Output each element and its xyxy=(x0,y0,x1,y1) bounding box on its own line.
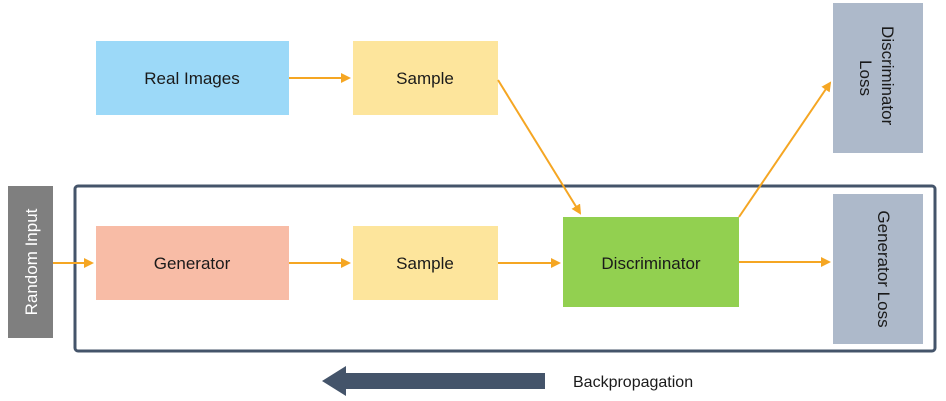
sample-bottom-label: Sample xyxy=(396,254,454,273)
arrow-sample-to-discriminator xyxy=(497,79,582,215)
discriminator-loss-line2: Loss xyxy=(856,60,875,96)
generator-loss-node: Generator Loss xyxy=(833,194,923,344)
generator-loss-label: Generator Loss xyxy=(874,210,893,327)
generator-frame xyxy=(73,184,937,353)
real-images-label: Real Images xyxy=(144,69,239,88)
arrow-discriminator-to-discriminator-loss xyxy=(738,81,832,218)
sample-top-box xyxy=(353,41,498,115)
sample-bottom-box xyxy=(353,226,498,300)
real-images-box xyxy=(96,41,289,115)
backpropagation-label: Backpropagation xyxy=(573,374,693,391)
generator-box xyxy=(96,226,289,300)
generator-node: Generator xyxy=(96,226,289,300)
discriminator-loss-label: Discriminator Loss xyxy=(856,26,897,130)
generator-label: Generator xyxy=(154,254,231,273)
sample-bottom-node: Sample xyxy=(353,226,498,300)
discriminator-loss-box xyxy=(833,3,923,153)
backpropagation-arrow xyxy=(322,366,545,396)
sample-top-label: Sample xyxy=(396,69,454,88)
discriminator-box xyxy=(563,217,739,307)
discriminator-loss-line1: Discriminator xyxy=(878,26,897,126)
random-input-label: Random Input xyxy=(22,208,41,315)
discriminator-node: Discriminator xyxy=(563,217,739,307)
random-input-node: Random Input xyxy=(8,186,53,338)
discriminator-label: Discriminator xyxy=(601,254,701,273)
sample-top-node: Sample xyxy=(353,41,498,115)
discriminator-loss-node: Discriminator Loss xyxy=(833,3,923,153)
generator-loss-box xyxy=(833,194,923,344)
real-images-node: Real Images xyxy=(96,41,289,115)
random-input-box xyxy=(8,186,53,338)
